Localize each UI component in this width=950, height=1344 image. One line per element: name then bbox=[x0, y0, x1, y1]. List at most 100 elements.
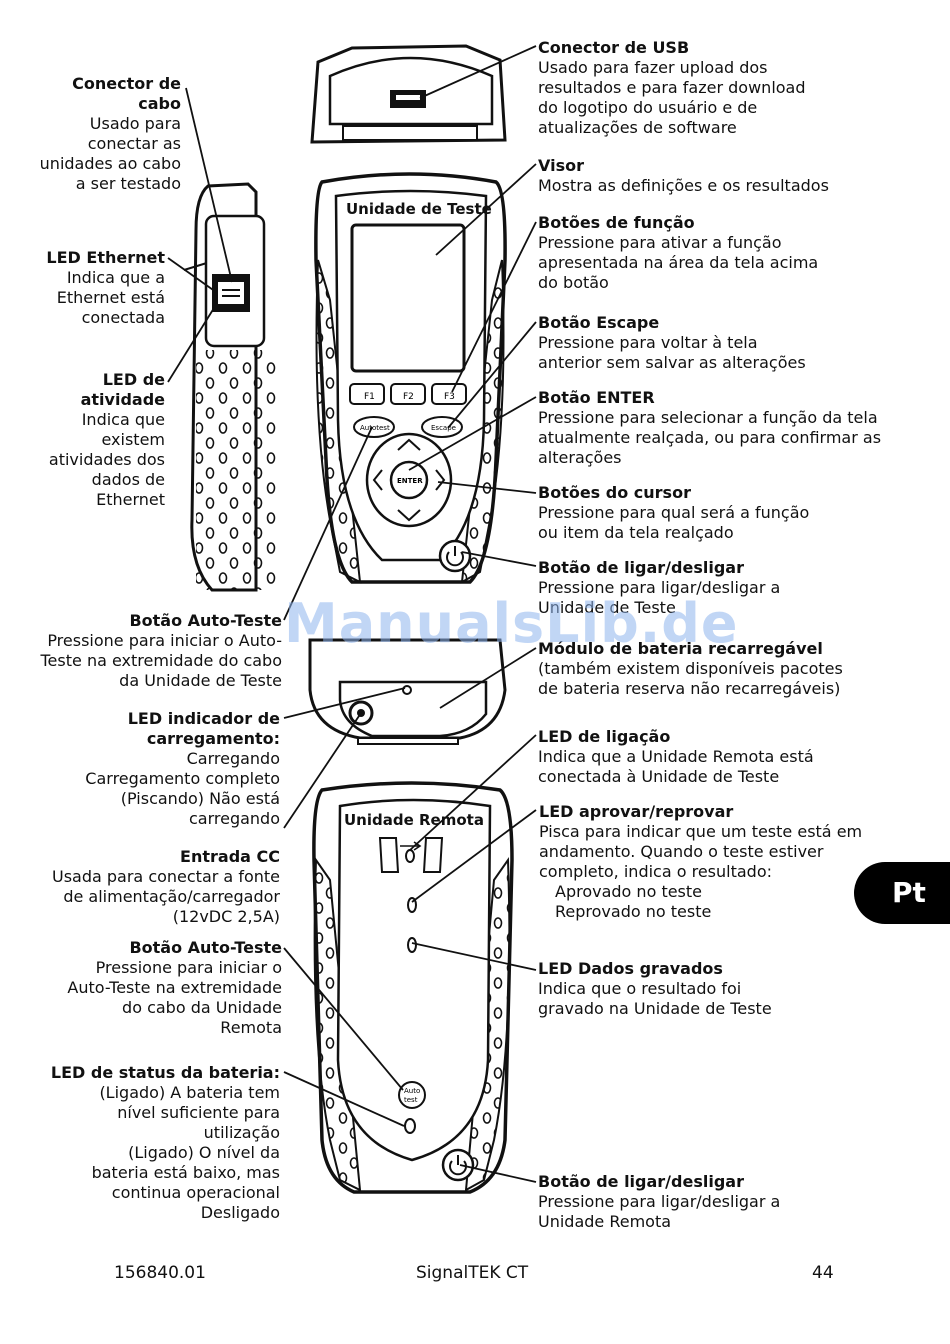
label-desc: Desligado bbox=[200, 1203, 280, 1222]
label-desc: completo, indica o resultado: bbox=[539, 862, 773, 881]
label-title: Visor bbox=[538, 156, 584, 175]
label-led-ethernet: LED Ethernet Indica que a Ethernet está … bbox=[46, 248, 165, 328]
label-botoes-cursor: Botões do cursor Pressione para qual ser… bbox=[538, 483, 809, 543]
enter-key-label: ENTER bbox=[397, 477, 423, 485]
label-desc: Usado para fazer upload dos bbox=[538, 58, 768, 77]
label-desc: Unidade Remota bbox=[538, 1212, 672, 1231]
label-desc: Mostra as definições e os resultados bbox=[538, 176, 829, 195]
label-desc: de bateria reserva não recarregáveis) bbox=[538, 679, 841, 698]
label-botao-escape: Botão Escape Pressione para voltar à tel… bbox=[538, 313, 806, 373]
test-unit-title: Unidade de Teste bbox=[346, 200, 492, 218]
label-desc: (12vDC 2,5A) bbox=[172, 907, 280, 926]
label-title: carregamento: bbox=[146, 729, 280, 748]
label-desc: conectada à Unidade de Teste bbox=[538, 767, 780, 786]
label-led-dados: LED Dados gravados Indica que o resultad… bbox=[538, 959, 772, 1019]
label-title: Botão ENTER bbox=[538, 388, 655, 407]
label-title: Botão de ligar/desligar bbox=[538, 558, 744, 577]
label-desc: Pressione para voltar à tela bbox=[538, 333, 758, 352]
label-modulo-bateria: Módulo de bateria recarregável (também e… bbox=[538, 639, 843, 699]
label-desc: Aprovado no teste bbox=[555, 882, 703, 901]
label-desc: nível suficiente para bbox=[117, 1103, 280, 1122]
label-desc: atividades dos bbox=[48, 450, 165, 469]
label-visor: Visor Mostra as definições e os resultad… bbox=[538, 156, 829, 196]
label-title: Botões do cursor bbox=[538, 483, 691, 502]
label-desc: Ethernet bbox=[96, 490, 165, 509]
label-desc: do botão bbox=[538, 273, 609, 292]
label-desc: (Piscando) Não está bbox=[120, 789, 280, 808]
label-desc: continua operacional bbox=[111, 1183, 280, 1202]
label-title: Botões de função bbox=[538, 213, 695, 232]
label-desc: Pressione para ligar/desligar a bbox=[538, 1192, 781, 1211]
label-led-bateria: LED de status da bateria: (Ligado) A bat… bbox=[51, 1063, 280, 1223]
label-led-carregamento: LED indicador de carregamento: Carregand… bbox=[85, 709, 280, 829]
label-led-atividade: LED de atividade Indica que existem ativ… bbox=[49, 370, 165, 510]
label-desc: (Ligado) O nível da bbox=[128, 1143, 280, 1162]
label-title: cabo bbox=[138, 94, 181, 113]
label-desc: Pressione para qual será a função bbox=[538, 503, 810, 522]
label-conector-usb: Conector de USB Usado para fazer upload … bbox=[538, 38, 806, 138]
label-title: Botão Auto-Teste bbox=[129, 938, 282, 957]
remote-auto-key-line2: test bbox=[404, 1096, 418, 1104]
language-tab: Pt bbox=[854, 862, 950, 924]
footer-page-number: 44 bbox=[812, 1263, 834, 1283]
label-desc: existem bbox=[101, 430, 165, 449]
display-screen bbox=[350, 223, 466, 373]
label-desc: do logotipo do usuário e de bbox=[538, 98, 758, 117]
label-desc: (Ligado) A bateria tem bbox=[99, 1083, 280, 1102]
label-desc: anterior sem salvar as alterações bbox=[538, 353, 806, 372]
label-title: atividade bbox=[80, 390, 165, 409]
label-desc: da Unidade de Teste bbox=[119, 671, 282, 690]
f-keys bbox=[349, 383, 467, 405]
label-title: LED aprovar/reprovar bbox=[539, 802, 734, 821]
label-title: Botão de ligar/desligar bbox=[538, 1172, 744, 1191]
label-desc: bateria está baixo, mas bbox=[91, 1163, 280, 1182]
f1-key-label: F1 bbox=[364, 392, 375, 402]
label-botoes-funcao: Botões de função Pressione para ativar a… bbox=[538, 213, 818, 293]
label-title: Entrada CC bbox=[180, 847, 280, 866]
label-title: Módulo de bateria recarregável bbox=[538, 639, 823, 658]
label-desc: conectada bbox=[81, 308, 165, 327]
label-desc: Indica que bbox=[81, 410, 165, 429]
label-ligar-desligar-2: Botão de ligar/desligar Pressione para l… bbox=[538, 1172, 780, 1232]
label-desc: ou item da tela realçado bbox=[538, 523, 734, 542]
label-desc: resultados e para fazer download bbox=[538, 78, 806, 97]
label-desc: gravado na Unidade de Teste bbox=[538, 999, 772, 1018]
label-desc: Ethernet está bbox=[56, 288, 165, 307]
label-desc: a ser testado bbox=[75, 174, 181, 193]
label-desc: Auto-Teste na extremidade bbox=[67, 978, 282, 997]
label-led-ligacao: LED de ligação Indica que a Unidade Remo… bbox=[538, 727, 814, 787]
f2-key-label: F2 bbox=[403, 392, 414, 402]
label-auto-teste-2: Botão Auto-Teste Pressione para iniciar … bbox=[67, 938, 282, 1038]
remote-unit-front bbox=[312, 781, 514, 1194]
autotest-key-label: Autotest bbox=[360, 424, 390, 432]
footer-doc-number: 156840.01 bbox=[114, 1263, 206, 1283]
label-led-aprovar: LED aprovar/reprovar Pisca para indicar … bbox=[539, 802, 862, 922]
watermark: ManualsLib.de bbox=[284, 592, 739, 655]
label-desc: apresentada na área da tela acima bbox=[538, 253, 819, 272]
label-title: LED de ligação bbox=[538, 727, 671, 746]
label-desc: Carregamento completo bbox=[85, 769, 280, 788]
label-desc: atualizações de software bbox=[538, 118, 737, 137]
label-desc: utilização bbox=[203, 1123, 280, 1142]
label-desc: andamento. Quando o teste estiver bbox=[539, 842, 824, 861]
test-unit-top-view bbox=[310, 44, 507, 144]
label-title: Conector de bbox=[72, 74, 181, 93]
label-desc: carregando bbox=[188, 809, 280, 828]
label-desc: atualmente realçada, ou para confirmar a… bbox=[538, 428, 882, 447]
label-botao-enter: Botão ENTER Pressione para selecionar a … bbox=[538, 388, 881, 468]
label-desc: dados de bbox=[91, 470, 165, 489]
label-desc: Reprovado no teste bbox=[555, 902, 712, 921]
label-desc: (também existem disponíveis pacotes bbox=[538, 659, 843, 678]
label-title: Botão Escape bbox=[538, 313, 660, 332]
label-desc: unidades ao cabo bbox=[39, 154, 181, 173]
label-desc: alterações bbox=[538, 448, 622, 467]
enter-key bbox=[389, 460, 429, 500]
label-desc: Pressione para iniciar o Auto- bbox=[47, 631, 282, 650]
label-entrada-cc: Entrada CC Usada para conectar a fonte d… bbox=[52, 847, 280, 927]
label-desc: Carregando bbox=[186, 749, 280, 768]
label-title: LED de bbox=[102, 370, 165, 389]
label-title: Conector de USB bbox=[538, 38, 690, 57]
label-title: LED de status da bateria: bbox=[50, 1063, 280, 1082]
label-desc: Usada para conectar a fonte bbox=[51, 867, 280, 886]
